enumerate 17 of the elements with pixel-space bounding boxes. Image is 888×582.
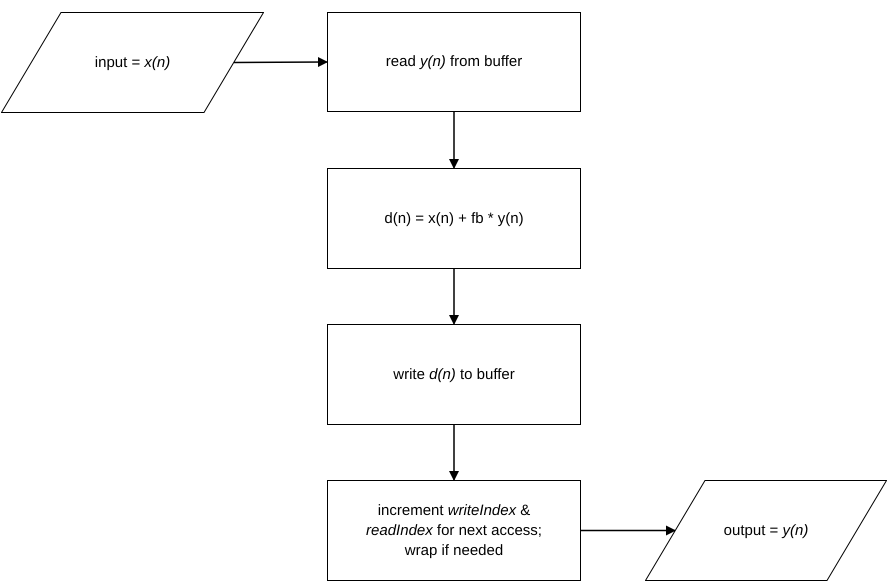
io-parallelogram bbox=[1, 12, 264, 113]
node-text: input = x(n) bbox=[94, 52, 172, 72]
process-box bbox=[327, 12, 581, 112]
io-parallelogram bbox=[645, 480, 887, 581]
node-text: read y(n) from buffer bbox=[384, 52, 524, 72]
node-text: d(n) = x(n) + fb * y(n) bbox=[383, 208, 525, 228]
arrow bbox=[581, 526, 676, 536]
process-box bbox=[327, 168, 581, 269]
arrow bbox=[449, 269, 459, 325]
node-text: output = y(n) bbox=[722, 520, 810, 540]
arrow bbox=[449, 425, 459, 481]
arrow bbox=[449, 112, 459, 169]
node-text: increment writeIndex & readIndex for next access; wrap if needed bbox=[365, 500, 543, 560]
node-text: write d(n) to buffer bbox=[392, 364, 516, 384]
process-box bbox=[327, 480, 581, 581]
process-box bbox=[327, 324, 581, 425]
arrow bbox=[234, 57, 328, 68]
